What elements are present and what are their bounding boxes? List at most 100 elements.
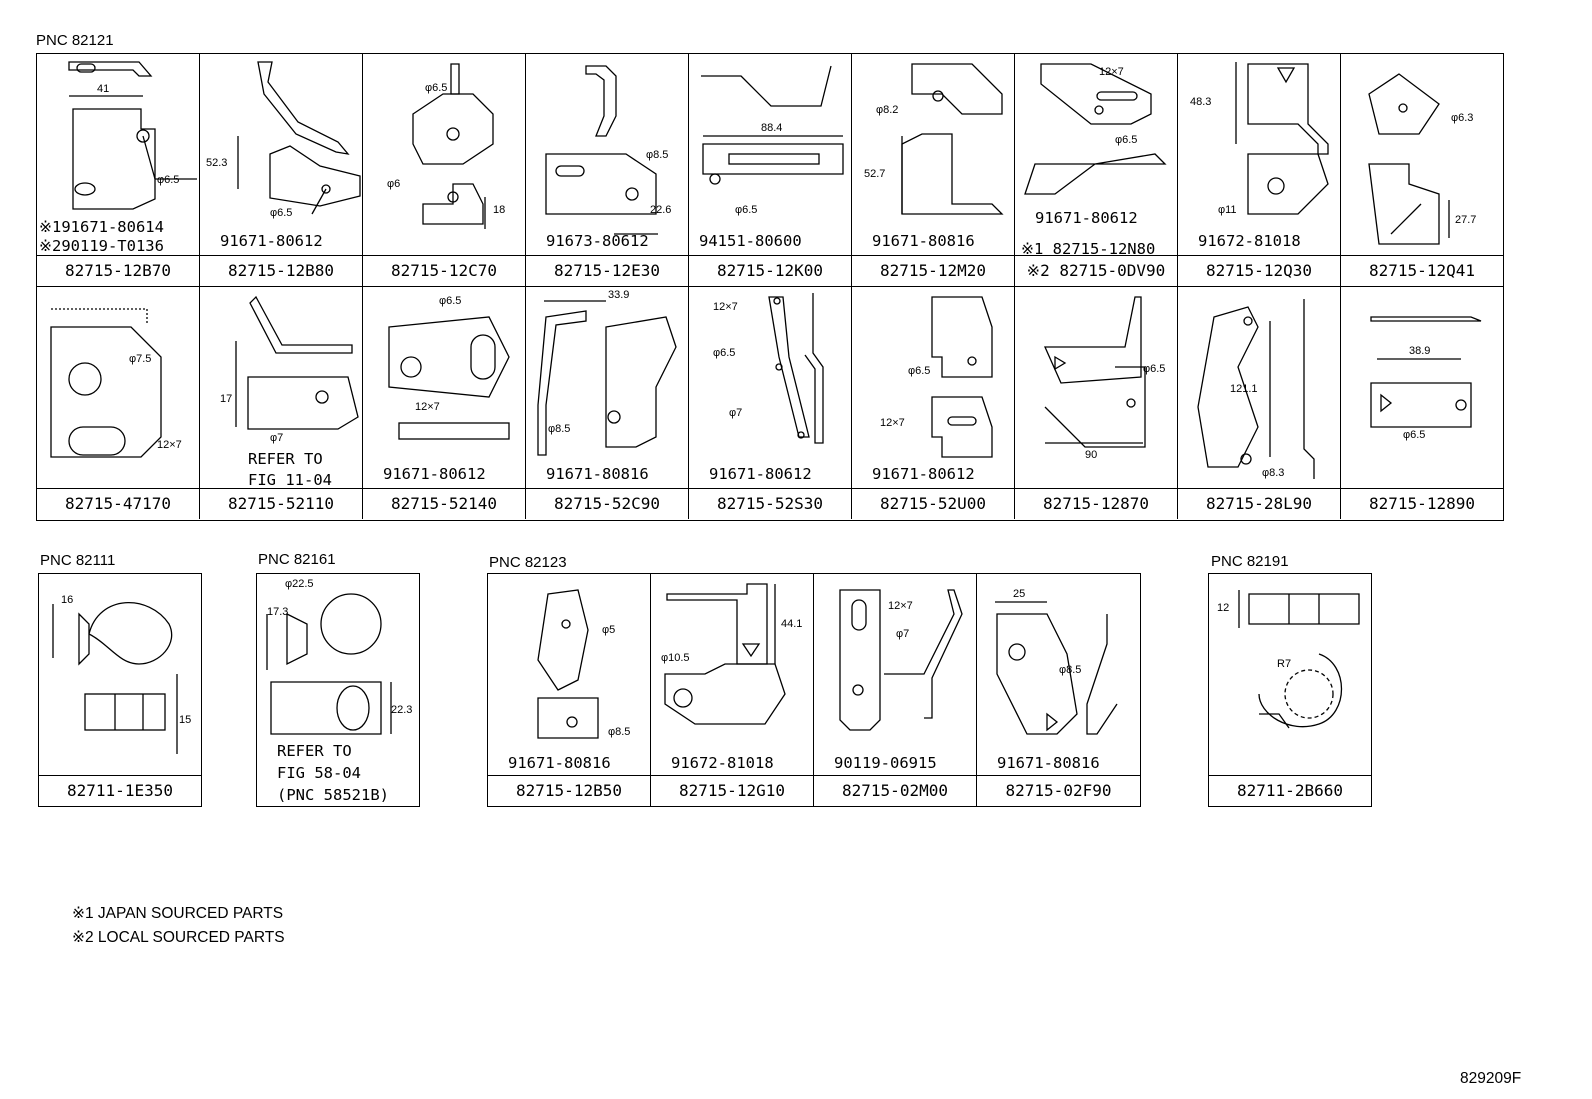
part-number[interactable]: 82715-02F90: [977, 775, 1140, 806]
part-cell-82715-12Q30[interactable]: 48.3 φ11 91672-81018 82715-12Q30: [1178, 54, 1341, 286]
dim-label: R7: [1277, 658, 1292, 670]
pnc-82161-label: PNC 82161: [258, 551, 336, 568]
part-cell-82715-52U00[interactable]: φ6.5 12×7 91671-80612 82715-52U00: [852, 287, 1015, 519]
dim-label: 88.4: [761, 122, 783, 134]
bolt-part-number[interactable]: 91672-81018: [1198, 232, 1301, 250]
part-number[interactable]: 82715-12B80: [200, 255, 362, 286]
part-number[interactable]: 82715-02M00: [814, 775, 976, 806]
dim-label: φ5: [602, 624, 616, 636]
bracket-drawing: [1043, 296, 1146, 448]
part-cell-82715-12Q41[interactable]: φ6.3 27.7 82715-12Q41: [1341, 54, 1503, 286]
dim-label: φ7: [270, 432, 284, 444]
alt-part-number[interactable]: ※1 82715-12N80: [1021, 240, 1156, 258]
part-number[interactable]: 82711-1E350: [39, 775, 201, 806]
dim-label: φ11: [1218, 204, 1237, 216]
part-cell-82715-12M20[interactable]: φ8.2 52.7 91671-80816 82715-12M20: [852, 54, 1015, 286]
part-number[interactable]: 82715-12K00: [689, 255, 851, 286]
part-cell-82715-52C90[interactable]: 33.9 φ8.5 91671-80816 82715-52C90: [526, 287, 689, 519]
bolt-part-number[interactable]: 91671-80612: [220, 232, 323, 250]
pnc-82191-label: PNC 82191: [1211, 553, 1289, 570]
bolt-part-number[interactable]: 91673-80612: [546, 232, 649, 250]
part-number[interactable]: 82715-52140: [363, 488, 525, 519]
pnc-82111-box: 16 15 82711-1E350: [38, 573, 202, 807]
pnc-82121-label: PNC 82121: [36, 32, 114, 49]
part-cell-82715-12B70[interactable]: 41 φ6.5 ※191671-80614 ※290119-T0136 8271…: [37, 54, 200, 286]
bolt-part-number[interactable]: 94151-80600: [699, 232, 802, 250]
part-number[interactable]: 82715-12B70: [37, 255, 199, 286]
part-number[interactable]: 82715-52U00: [852, 488, 1014, 519]
dim-label: φ8.2: [876, 104, 899, 116]
part-cell-82715-52110[interactable]: 17 φ7 REFER TO FIG 11-04 82715-52110: [200, 287, 363, 519]
part-cell-82161[interactable]: φ22.5 17.3 22.3 REFER TO FIG 58-04 (PNC …: [257, 574, 419, 806]
part-cell-82711-2B660[interactable]: 12 R7 82711-2B660: [1209, 574, 1371, 806]
bolt-part-number[interactable]: 91671-80816: [508, 754, 611, 772]
bolt-part-number[interactable]: 91671-80816: [872, 232, 975, 250]
part-number[interactable]: 82715-28L90: [1178, 488, 1340, 519]
bolt-part-number[interactable]: 90119-06915: [834, 754, 937, 772]
bolt-part-number[interactable]: 91671-80612: [1035, 209, 1138, 227]
footnote-japan: ※1 JAPAN SOURCED PARTS: [72, 905, 284, 922]
part-cell-82715-52S30[interactable]: 12×7 φ6.5 φ7 91671-80612 82715-52S30: [689, 287, 852, 519]
part-cell-82715-02M00[interactable]: 12×7 φ7 90119-06915 82715-02M00: [814, 574, 977, 806]
clip-drawing: [52, 602, 178, 754]
dim-label: φ10.5: [661, 652, 690, 664]
dim-label: 48.3: [1190, 96, 1212, 108]
part-number[interactable]: 82715-47170: [37, 488, 199, 519]
part-number[interactable]: 82715-52C90: [526, 488, 688, 519]
part-number[interactable]: 82711-2B660: [1209, 775, 1371, 806]
dim-label: φ7: [729, 407, 743, 419]
part-cell-82715-12890[interactable]: 38.9 φ6.5 82715-12890: [1341, 287, 1503, 519]
part-cell-82715-12G10[interactable]: 44.1 φ10.5 91672-81018 82715-12G10: [651, 574, 814, 806]
part-cell-82711-1E350[interactable]: 16 15 82711-1E350: [39, 574, 201, 806]
part-number[interactable]: 82715-12890: [1341, 488, 1503, 519]
bracket-drawing: [1370, 316, 1482, 428]
part-cell-82715-12C70[interactable]: φ6.5 φ6 18 82715-12C70: [363, 54, 526, 286]
part-number[interactable]: 82715-12M20: [852, 255, 1014, 286]
part-cell-82715-12E30[interactable]: φ8.5 22.6 91673-80612 82715-12E30: [526, 54, 689, 286]
part-cell-82715-12B80[interactable]: 52.3 φ6.5 91671-80612 82715-12B80: [200, 54, 363, 286]
part-number[interactable]: 82715-12Q41: [1341, 255, 1503, 286]
bolt-part-number[interactable]: 91671-80612: [872, 465, 975, 483]
part-cell-82715-02F90[interactable]: 25 φ8.5 91671-80816 82715-02F90: [977, 574, 1140, 806]
bracket-drawing: 41: [68, 61, 197, 210]
bolt-part-number[interactable]: 91671-80816: [997, 754, 1100, 772]
bracket-drawing: [901, 63, 1004, 215]
pnc-82121-row1: 41 φ6.5 ※191671-80614 ※290119-T0136 8271…: [36, 53, 1504, 287]
dim-label: φ22.5: [285, 578, 314, 590]
part-number[interactable]: 82715-12Q30: [1178, 255, 1340, 286]
bolt-part-number[interactable]: 91671-80612: [383, 465, 486, 483]
bracket-drawing: [545, 65, 658, 235]
dim-label: 12×7: [1099, 66, 1124, 78]
part-cell-82715-12B50[interactable]: φ5 φ8.5 91671-80816 82715-12B50: [488, 574, 651, 806]
part-number[interactable]: 82715-12E30: [526, 255, 688, 286]
bolt-part-number[interactable]: ※290119-T0136: [39, 237, 164, 255]
dim-label: 121.1: [1230, 383, 1258, 395]
part-number[interactable]: 82715-12C70: [363, 255, 525, 286]
dim-label: φ6.5: [425, 82, 448, 94]
bolt-part-number[interactable]: 91672-81018: [671, 754, 774, 772]
part-cell-82715-52140[interactable]: φ6.5 12×7 91671-80612 82715-52140: [363, 287, 526, 519]
part-number[interactable]: 82715-12870: [1015, 488, 1177, 519]
dim-label: φ6.5: [1403, 429, 1426, 441]
part-cell-82715-12K00[interactable]: 88.4 φ6.5 94151-80600 82715-12K00: [689, 54, 852, 286]
figure-id: 829209F: [1460, 1070, 1522, 1087]
bolt-part-number[interactable]: 91671-80612: [709, 465, 812, 483]
part-number[interactable]: 82715-12B50: [488, 775, 650, 806]
dim-label: φ6: [387, 178, 401, 190]
bracket-drawing: [839, 589, 963, 731]
part-cell-82715-12N80[interactable]: 12×7 φ6.5 91671-80612 ※1 82715-12N80 ※2 …: [1015, 54, 1178, 286]
part-number[interactable]: 82715-12G10: [651, 775, 813, 806]
bracket-drawing: [768, 293, 824, 444]
part-cell-82715-47170[interactable]: φ7.5 12×7 82715-47170: [37, 287, 200, 519]
dim-label: φ6.5: [270, 207, 293, 219]
bracket-drawing: [1197, 299, 1315, 479]
bolt-part-number[interactable]: ※191671-80614: [39, 218, 164, 236]
bolt-part-number[interactable]: 91671-80816: [546, 465, 649, 483]
part-cell-82715-28L90[interactable]: 121.1 φ8.3 82715-28L90: [1178, 287, 1341, 519]
part-number[interactable]: ※2 82715-0DV90: [1015, 255, 1177, 286]
part-number[interactable]: 82715-52S30: [689, 488, 851, 519]
bracket-drawing: [931, 296, 993, 458]
refer-text: REFER TO: [277, 742, 352, 760]
part-number[interactable]: 82715-52110: [200, 488, 362, 519]
part-cell-82715-12870[interactable]: φ6.5 90 82715-12870: [1015, 287, 1178, 519]
